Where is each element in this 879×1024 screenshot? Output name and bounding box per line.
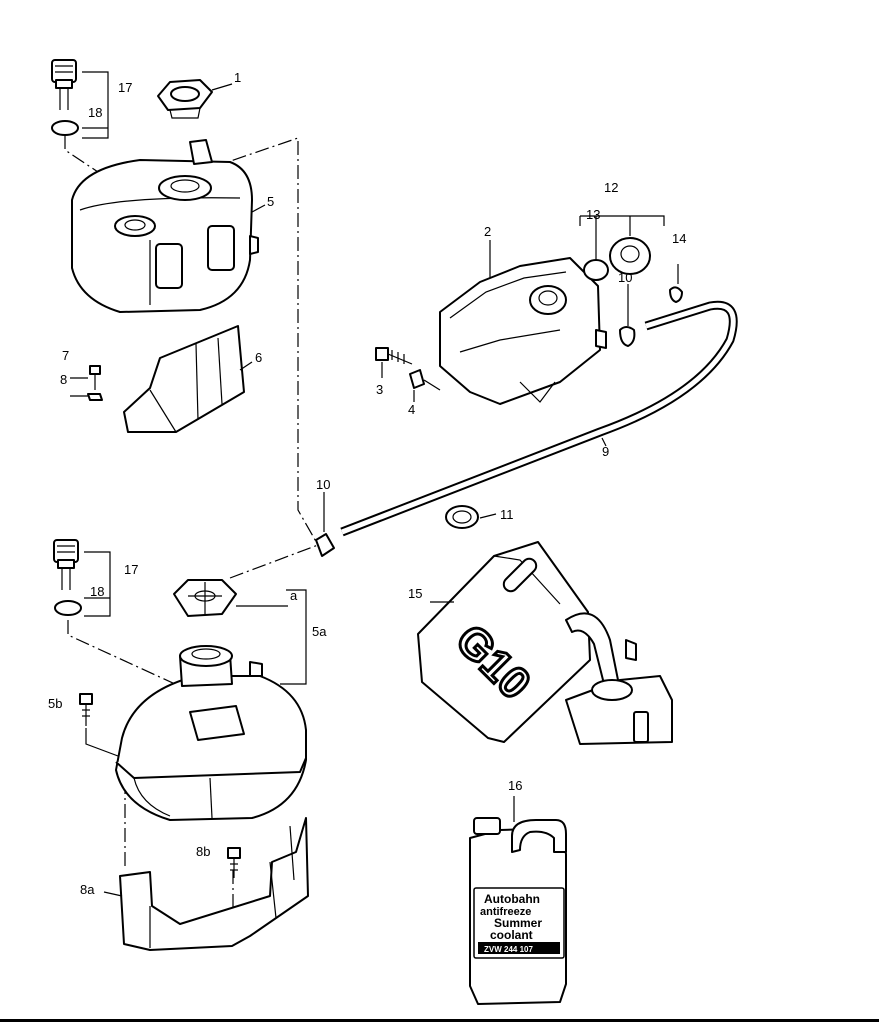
callout-8b: 8b: [196, 844, 210, 859]
callout-6: 6: [255, 350, 262, 365]
hose-clamp-reservoir: [619, 326, 636, 347]
callout-3: 3: [376, 382, 383, 397]
bracket-screw: [89, 365, 101, 390]
tank-bracket-upper: [123, 325, 245, 433]
coolant-jug: [469, 817, 567, 1005]
page-bottom-rule: [0, 1019, 879, 1022]
callout-2: 2: [484, 224, 491, 239]
callout-18-lower: 18: [90, 584, 104, 599]
spring-clamp: [445, 505, 479, 529]
tank-cap: [157, 79, 213, 119]
callout-5b: 5b: [48, 696, 62, 711]
expansion-tank-upper: [71, 139, 259, 313]
callout-17-upper: 17: [118, 80, 132, 95]
jug-label-line3: Summer: [494, 916, 542, 930]
tank-being-filled: [565, 639, 673, 745]
reservoir-cap: [609, 237, 651, 275]
callout-5a: 5a: [312, 624, 327, 639]
temperature-sender-lower: [53, 539, 79, 590]
coolant-canister: G10: [417, 541, 621, 743]
jug-label-line1: Autobahn: [484, 892, 540, 906]
callout-13: 13: [586, 207, 600, 222]
callout-12: 12: [604, 180, 618, 195]
cap-seal: [583, 259, 609, 281]
callout-4: 4: [408, 402, 415, 417]
callout-16: 16: [508, 778, 522, 793]
callout-17-lower: 17: [124, 562, 138, 577]
callout-10-upper: 10: [618, 270, 632, 285]
jug-label-line2: antifreeze: [480, 906, 531, 918]
bracket-nut: [87, 393, 103, 401]
temperature-sender-upper: [51, 59, 77, 110]
tank-bracket-lower: [119, 817, 309, 951]
o-ring-upper: [51, 120, 79, 136]
reservoir-washer: [409, 369, 441, 391]
callout-8: 8: [60, 372, 67, 387]
callout-10: 10: [316, 477, 330, 492]
coolant-reservoir: [439, 257, 607, 405]
jug-label: Autobahn antifreeze Summer coolant ZVW 2…: [480, 892, 542, 954]
callout-18-upper: 18: [88, 105, 102, 120]
callout-a: a: [290, 588, 298, 603]
overflow-hose: [340, 300, 738, 537]
callout-8a: 8a: [80, 882, 95, 897]
bracket-screw-8b: [227, 847, 241, 878]
tank-cap-lower: [173, 579, 237, 617]
hose-clip-small: [669, 286, 683, 303]
callout-14: 14: [672, 231, 686, 246]
tank-screw-5b: [79, 693, 93, 726]
reservoir-bolt: [375, 347, 413, 365]
callout-7: 7: [62, 348, 69, 363]
callout-11: 11: [500, 507, 514, 522]
jug-label-line5: ZVW 244 107: [484, 945, 533, 954]
jug-label-line4: coolant: [490, 928, 533, 942]
hose-clamp-lower: [315, 533, 335, 557]
expansion-tank-lower: [115, 645, 307, 821]
callout-9: 9: [602, 444, 609, 459]
o-ring-lower: [54, 600, 82, 616]
callout-15: 15: [408, 586, 422, 601]
callout-1: 1: [234, 70, 241, 85]
callout-5: 5: [267, 194, 274, 209]
